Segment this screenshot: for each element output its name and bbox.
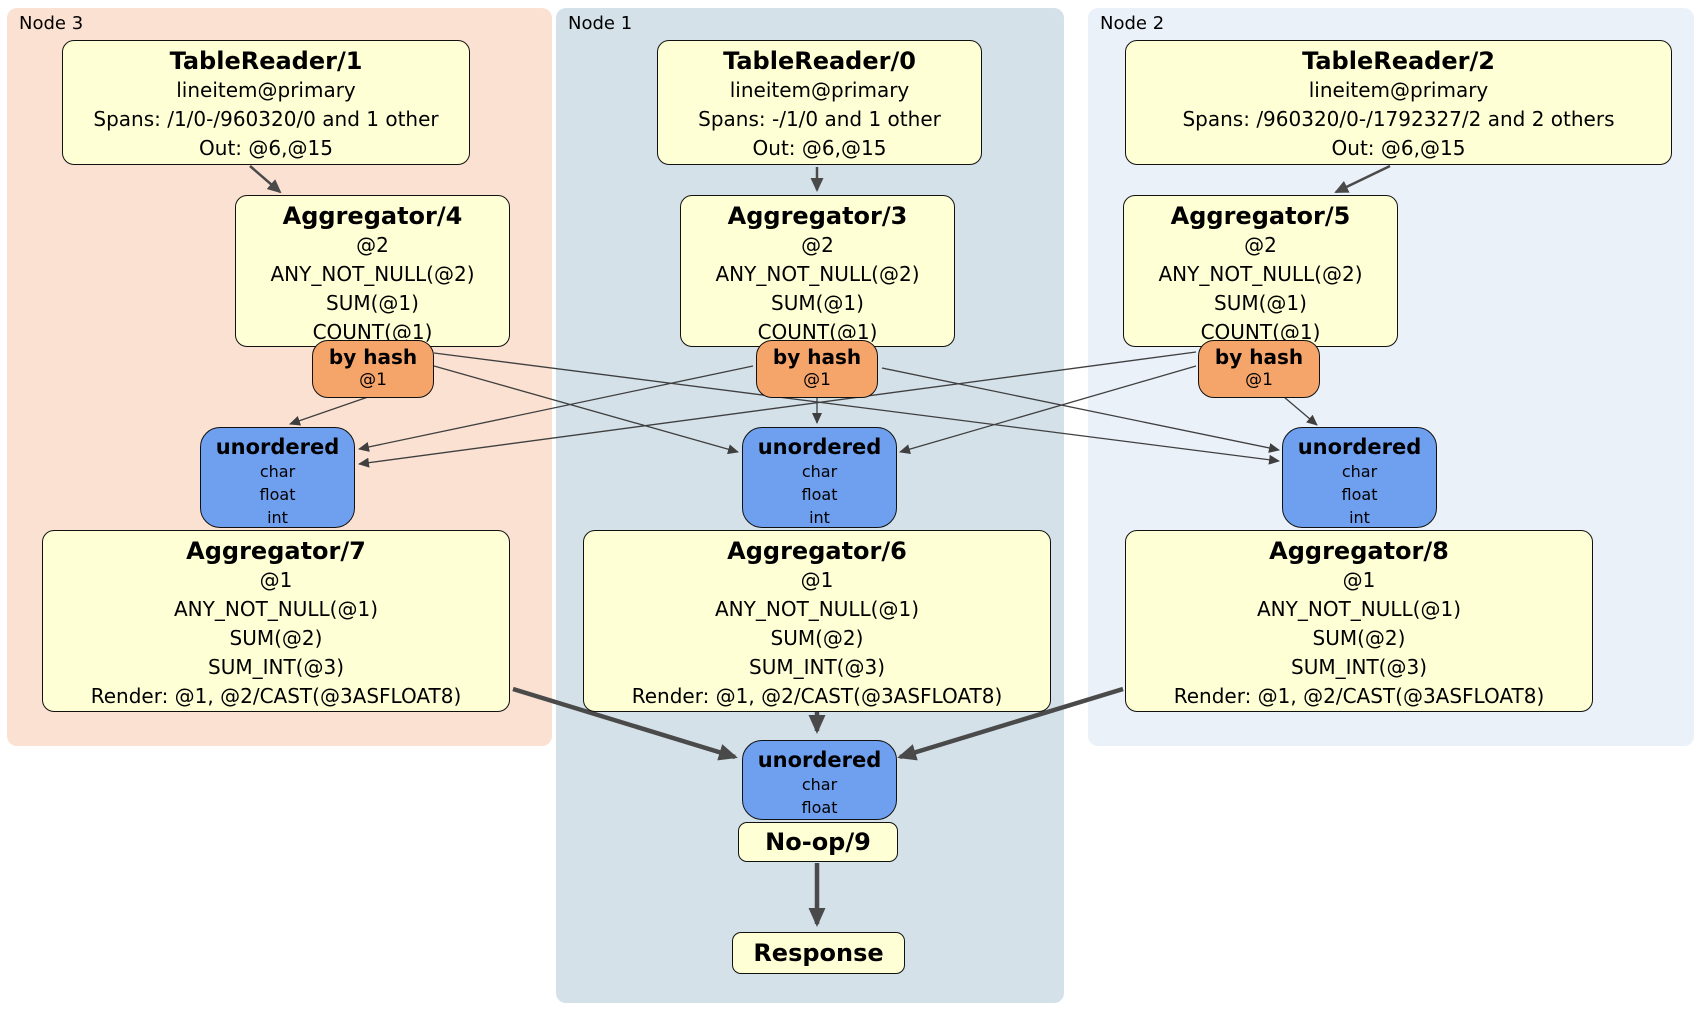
tablereader2-title: TableReader/2 xyxy=(1302,47,1495,75)
byhash-router-node2: by hash @1 xyxy=(1198,340,1320,398)
tablereader0-index: lineitem@primary xyxy=(729,78,910,102)
edge-byhash1-unordered3 xyxy=(358,365,754,452)
aggregator6-render: Render: @1, @2/CAST(@3ASFLOAT8) xyxy=(631,684,1003,708)
stream-type: int xyxy=(1349,508,1370,527)
unordered-stream-node3: unordered char float int xyxy=(200,427,355,528)
aggregator8-title: Aggregator/8 xyxy=(1269,537,1449,565)
tablereader0-title: TableReader/0 xyxy=(723,47,916,75)
tablereader0-out: Out: @6,@15 xyxy=(752,136,887,160)
byhash-router-node3: by hash @1 xyxy=(312,340,434,398)
edge-tablereader2-aggregator5 xyxy=(1334,164,1391,194)
stream-type: float xyxy=(1341,485,1378,504)
tablereader1-index: lineitem@primary xyxy=(176,78,356,102)
edge-aggregator7-finalstream xyxy=(512,686,738,761)
unordered-stream-title: unordered xyxy=(1297,435,1422,459)
aggregator4-title: Aggregator/4 xyxy=(282,202,463,230)
aggregator8-fn: SUM_INT(@3) xyxy=(1291,655,1427,679)
tablereader1-spans: Spans: /1/0-/960320/0 and 1 other xyxy=(93,107,439,131)
unordered-stream-title: unordered xyxy=(757,435,882,459)
tablereader2-box: TableReader/2 lineitem@primary Spans: /9… xyxy=(1125,40,1672,165)
response-box: Response xyxy=(732,932,905,974)
stream-type: float xyxy=(259,485,296,504)
edge-byhash3-unordered3 xyxy=(289,396,369,426)
stream-type: char xyxy=(801,775,838,794)
noop9-title: No-op/9 xyxy=(765,828,871,856)
aggregator4-box: Aggregator/4 @2 ANY_NOT_NULL(@2) SUM(@1)… xyxy=(235,195,510,347)
aggregator7-render: Render: @1, @2/CAST(@3ASFLOAT8) xyxy=(90,684,462,708)
aggregator8-fn: SUM(@2) xyxy=(1312,626,1406,650)
aggregator4-fn: SUM(@1) xyxy=(326,291,419,315)
aggregator3-fn: SUM(@1) xyxy=(771,291,864,315)
edge-byhash2-unordered1 xyxy=(899,365,1197,455)
byhash-router-key: @1 xyxy=(359,370,387,390)
unordered-stream-node2: unordered char float int xyxy=(1282,427,1437,528)
unordered-stream-title: unordered xyxy=(215,435,340,459)
aggregator3-box: Aggregator/3 @2 ANY_NOT_NULL(@2) SUM(@1)… xyxy=(680,195,955,347)
edge-byhash3-unordered1 xyxy=(433,365,739,455)
aggregator8-box: Aggregator/8 @1 ANY_NOT_NULL(@1) SUM(@2)… xyxy=(1125,530,1593,712)
aggregator3-title: Aggregator/3 xyxy=(727,202,908,230)
aggregator7-fn: SUM(@2) xyxy=(229,626,323,650)
unordered-stream-final: unordered char float xyxy=(742,740,897,820)
aggregator6-fn: SUM(@2) xyxy=(770,626,864,650)
tablereader2-index: lineitem@primary xyxy=(1308,78,1489,102)
aggregator5-fn: ANY_NOT_NULL(@2) xyxy=(1158,262,1363,286)
byhash-router-key: @1 xyxy=(803,370,831,390)
byhash-router-title: by hash xyxy=(1214,345,1304,369)
edge-tablereader1-aggregator4 xyxy=(249,165,282,194)
aggregator5-box: Aggregator/5 @2 ANY_NOT_NULL(@2) SUM(@1)… xyxy=(1123,195,1398,347)
aggregator5-fn: SUM(@1) xyxy=(1214,291,1307,315)
aggregator5-group: @2 xyxy=(1244,233,1277,257)
edge-aggregator8-finalstream xyxy=(897,686,1124,761)
aggregator7-fn: SUM_INT(@3) xyxy=(208,655,344,679)
unordered-stream-node1: unordered char float int xyxy=(742,427,897,528)
node1-label: Node 1 xyxy=(568,13,633,34)
tablereader0-box: TableReader/0 lineitem@primary Spans: -/… xyxy=(657,40,982,165)
stream-type: int xyxy=(809,508,830,527)
tablereader0-spans: Spans: -/1/0 and 1 other xyxy=(698,107,941,131)
unordered-stream-title: unordered xyxy=(757,748,882,772)
tablereader1-box: TableReader/1 lineitem@primary Spans: /1… xyxy=(62,40,470,165)
aggregator6-fn: ANY_NOT_NULL(@1) xyxy=(715,597,919,621)
aggregator8-group: @1 xyxy=(1342,568,1376,592)
edge-byhash3-unordered2 xyxy=(433,352,1280,465)
stream-type: float xyxy=(801,798,838,817)
aggregator6-title: Aggregator/6 xyxy=(727,537,907,565)
node2-label: Node 2 xyxy=(1100,13,1165,34)
byhash-router-title: by hash xyxy=(772,345,862,369)
stream-type: char xyxy=(1341,462,1378,481)
aggregator4-fn: ANY_NOT_NULL(@2) xyxy=(270,262,475,286)
edge-byhash2-unordered2 xyxy=(1283,396,1318,426)
aggregator6-box: Aggregator/6 @1 ANY_NOT_NULL(@1) SUM(@2)… xyxy=(583,530,1051,712)
tablereader2-spans: Spans: /960320/0-/1792327/2 and 2 others xyxy=(1182,107,1615,131)
byhash-router-title: by hash xyxy=(328,345,418,369)
aggregator5-title: Aggregator/5 xyxy=(1170,202,1351,230)
aggregator8-fn: ANY_NOT_NULL(@1) xyxy=(1257,597,1461,621)
tablereader2-out: Out: @6,@15 xyxy=(1331,136,1466,160)
tablereader1-out: Out: @6,@15 xyxy=(199,136,333,160)
byhash-router-node1: by hash @1 xyxy=(756,340,878,398)
aggregator7-title: Aggregator/7 xyxy=(186,537,366,565)
aggregator4-group: @2 xyxy=(356,233,389,257)
aggregator6-group: @1 xyxy=(800,568,834,592)
edge-byhash1-unordered2 xyxy=(881,367,1280,453)
aggregator7-fn: ANY_NOT_NULL(@1) xyxy=(174,597,378,621)
byhash-router-key: @1 xyxy=(1245,370,1273,390)
aggregator6-fn: SUM_INT(@3) xyxy=(749,655,885,679)
stream-type: int xyxy=(267,508,288,527)
aggregator3-group: @2 xyxy=(801,233,834,257)
stream-type: float xyxy=(801,485,838,504)
node3-label: Node 3 xyxy=(19,13,84,34)
response-title: Response xyxy=(753,939,884,967)
tablereader1-title: TableReader/1 xyxy=(169,47,363,75)
aggregator7-box: Aggregator/7 @1 ANY_NOT_NULL(@1) SUM(@2)… xyxy=(42,530,510,712)
aggregator3-fn: ANY_NOT_NULL(@2) xyxy=(715,262,920,286)
edge-byhash2-unordered3 xyxy=(358,351,1197,468)
noop9-box: No-op/9 xyxy=(738,822,898,862)
aggregator7-group: @1 xyxy=(259,568,293,592)
stream-type: char xyxy=(259,462,296,481)
aggregator8-render: Render: @1, @2/CAST(@3ASFLOAT8) xyxy=(1173,684,1545,708)
stream-type: char xyxy=(801,462,838,481)
